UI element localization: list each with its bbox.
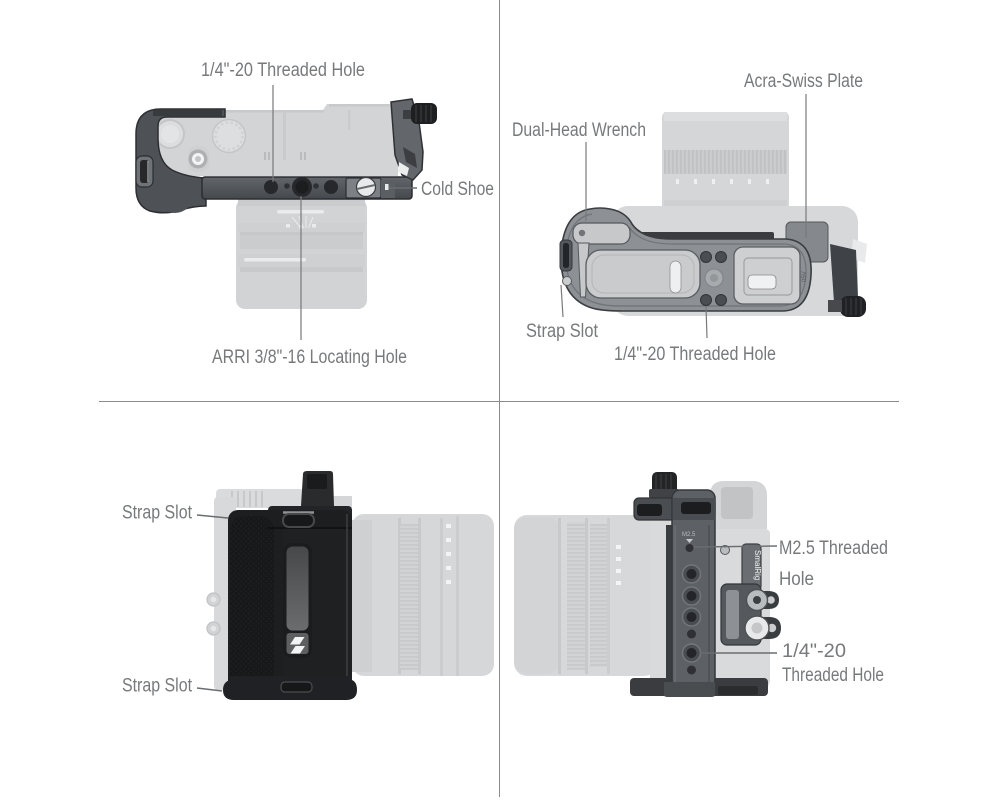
- svg-text:Hole: Hole: [779, 569, 814, 590]
- svg-text:SmalRig: SmalRig: [753, 550, 762, 580]
- svg-text:Strap Slot: Strap Slot: [122, 503, 193, 524]
- svg-text:1/4"-20 Threaded Hole: 1/4"-20 Threaded Hole: [614, 344, 776, 365]
- svg-text:M2.5: M2.5: [682, 532, 696, 538]
- svg-text:Strap Slot: Strap Slot: [526, 321, 599, 342]
- svg-text:Acra-Swiss Plate: Acra-Swiss Plate: [744, 71, 863, 92]
- svg-text:Cold Shoe: Cold Shoe: [421, 179, 494, 200]
- svg-text:Strap Slot: Strap Slot: [122, 676, 193, 697]
- svg-text:1/4"-20: 1/4"-20: [782, 641, 846, 662]
- svg-text:Threaded Hole: Threaded Hole: [782, 665, 884, 686]
- svg-text:Dual-Head Wrench: Dual-Head Wrench: [512, 120, 646, 141]
- svg-text:1/4"-20 Threaded Hole: 1/4"-20 Threaded Hole: [201, 60, 365, 81]
- svg-text:ARRI 3/8"-16 Locating Hole: ARRI 3/8"-16 Locating Hole: [212, 347, 407, 368]
- svg-text:05V: 05V: [802, 271, 808, 282]
- svg-text:M2.5 Threaded: M2.5 Threaded: [779, 538, 888, 559]
